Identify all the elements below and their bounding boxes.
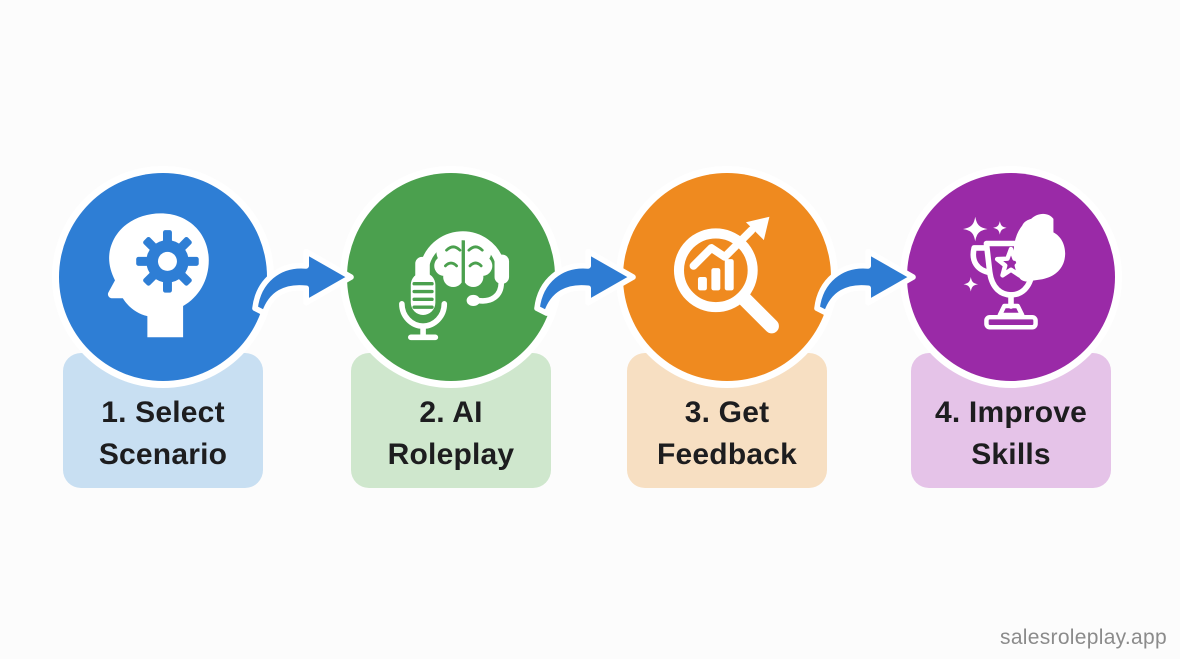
- watermark: salesroleplay.app: [1000, 626, 1167, 649]
- step-1-label: 1. Select Scenario: [98, 396, 228, 471]
- sparkle-icon: [962, 216, 1007, 292]
- step-3-label: 3. Get Feedback: [657, 396, 797, 471]
- flow-arrow-icon: [534, 248, 636, 316]
- flow-arrow-icon: [252, 248, 354, 316]
- step-3-circle: [623, 173, 831, 381]
- step-1-select-scenario: 1. Select Scenario: [59, 173, 267, 488]
- step-2-circle: [347, 173, 555, 381]
- step-4-label-box: 4. Improve Skills: [911, 353, 1111, 488]
- improve-skills-icon: [962, 213, 1066, 330]
- head-gear-icon: [107, 213, 209, 338]
- step-4-improve-skills: 4. Improve Skills: [907, 173, 1115, 488]
- trend-arrow-icon: [689, 216, 770, 270]
- brain-folds: [444, 235, 484, 284]
- headset-icon: [415, 231, 510, 307]
- step-4-circle: [907, 173, 1115, 381]
- muscle-arm-icon: [1013, 213, 1066, 282]
- feedback-analysis-icon: [673, 216, 779, 334]
- step-2-ai-roleplay: 2. AI Roleplay: [347, 173, 555, 488]
- step-2-label: 2. AI Roleplay: [387, 396, 515, 471]
- step-4-label: 4. Improve Skills: [934, 396, 1088, 471]
- gear-icon: [136, 230, 199, 293]
- ai-roleplay-icon: [399, 231, 510, 341]
- flow-arrow-icon: [814, 248, 916, 316]
- microphone-icon: [399, 272, 448, 341]
- brain-icon: [434, 233, 493, 288]
- step-3-get-feedback: 3. Get Feedback: [623, 173, 831, 488]
- magnifier-icon: [673, 228, 779, 334]
- bar-chart-icon: [697, 259, 734, 291]
- step-1-circle: [59, 173, 267, 381]
